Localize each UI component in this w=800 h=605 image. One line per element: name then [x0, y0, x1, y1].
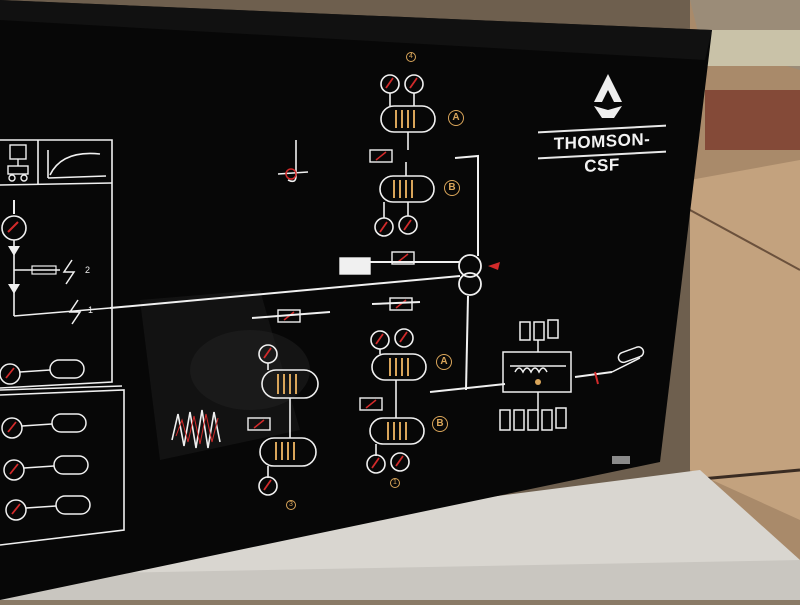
id-plate: [612, 456, 630, 464]
left-diagram-box: [0, 139, 125, 546]
label-group-b-bottom: B: [432, 416, 448, 432]
breaker-red-marks: [253, 151, 409, 429]
winding-marks: [275, 110, 415, 460]
triangular-logo-icon: [594, 74, 622, 118]
red-rotor-marks: [263, 77, 418, 491]
label-bottom-left: 3: [286, 500, 296, 510]
label-line-2: 2: [85, 265, 91, 275]
converter-block: [499, 319, 645, 431]
generator-group-bottom-right: [366, 328, 427, 474]
main-busbar: [109, 154, 613, 393]
left-generator-rows: [0, 359, 91, 521]
generator-icon: [1, 200, 27, 294]
label-group-a-bottom: A: [436, 354, 452, 370]
generator-group-a-top: [380, 74, 436, 150]
generator-group-bottom-left: [258, 344, 319, 496]
label-line-1: 1: [88, 305, 94, 315]
pump-icon: [7, 144, 29, 182]
label-bottom-right: 1: [390, 478, 400, 488]
label-circle-top: 4: [406, 52, 416, 62]
left-red-marks: [5, 367, 21, 515]
transformer-icon: [458, 254, 482, 296]
generator-group-b-top: [374, 162, 435, 237]
lightning-icon: [62, 259, 82, 325]
label-group-b-top: B: [444, 180, 460, 196]
label-group-a-top: A: [448, 110, 464, 126]
